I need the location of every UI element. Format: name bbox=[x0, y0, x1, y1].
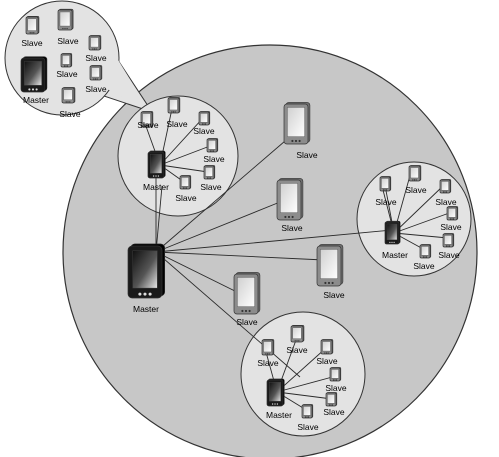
callout-slave-label-3: Slave bbox=[85, 53, 107, 63]
tl-slave-label-2: Slave bbox=[166, 119, 188, 129]
tl-master-label: Master bbox=[143, 182, 169, 192]
r-slave-label-3: Slave bbox=[435, 197, 457, 207]
main-master-device bbox=[127, 243, 166, 299]
b-slave-device-3 bbox=[320, 339, 334, 355]
main-slave-label-1: Slave bbox=[296, 150, 318, 160]
r-slave-device-5 bbox=[442, 233, 455, 248]
devices bbox=[20, 8, 459, 419]
tl-slave-device-4 bbox=[206, 138, 219, 153]
tl-slave-device-2 bbox=[167, 97, 181, 114]
callout-slave-device-4 bbox=[60, 53, 73, 68]
tl-master-device bbox=[147, 150, 166, 179]
b-slave-label-5: Slave bbox=[323, 407, 345, 417]
b-slave-label-1: Slave bbox=[257, 358, 279, 368]
tl-slave-label-4: Slave bbox=[203, 154, 225, 164]
main-slave-device-1 bbox=[283, 102, 311, 145]
callout-slave-label-4: Slave bbox=[56, 69, 78, 79]
r-slave-label-4: Slave bbox=[440, 222, 462, 232]
r-master-device bbox=[384, 220, 401, 245]
b-master-label: Master bbox=[266, 410, 292, 420]
b-slave-label-3: Slave bbox=[316, 356, 338, 366]
tl-slave-device-6 bbox=[179, 175, 192, 190]
main-slave-device-2 bbox=[276, 178, 304, 221]
tl-slave-device-1 bbox=[140, 111, 154, 128]
b-slave-label-2: Slave bbox=[286, 345, 308, 355]
r-slave-label-6: Slave bbox=[413, 261, 435, 271]
b-master-device bbox=[266, 378, 285, 407]
tl-slave-label-3: Slave bbox=[193, 126, 215, 136]
r-slave-label-2: Slave bbox=[405, 185, 427, 195]
r-slave-device-1 bbox=[379, 176, 392, 192]
tl-slave-device-3 bbox=[198, 111, 211, 126]
b-slave-device-2 bbox=[290, 325, 305, 343]
r-slave-device-3 bbox=[439, 179, 452, 194]
callout-slave-device-6 bbox=[61, 87, 76, 104]
callout-master-device bbox=[20, 56, 48, 93]
callout-slave-label-5: Slave bbox=[85, 84, 107, 94]
callout-slave-device-2 bbox=[57, 8, 74, 31]
b-slave-device-1 bbox=[261, 339, 275, 356]
r-slave-device-4 bbox=[446, 206, 459, 221]
callout-slave-device-3 bbox=[88, 35, 102, 51]
main-slave-label-2: Slave bbox=[281, 223, 303, 233]
main-slave-label-3: Slave bbox=[323, 290, 345, 300]
tl-slave-label-1: Slave bbox=[137, 120, 159, 130]
callout-master-label: Master bbox=[23, 95, 49, 105]
b-slave-device-5 bbox=[325, 392, 338, 407]
r-slave-label-1: Slave bbox=[375, 197, 397, 207]
b-slave-device-6 bbox=[301, 404, 314, 419]
tl-slave-device-5 bbox=[203, 165, 216, 180]
main-slave-device-3 bbox=[316, 244, 344, 287]
tl-slave-label-5: Slave bbox=[200, 182, 222, 192]
r-slave-device-6 bbox=[419, 244, 432, 259]
tl-slave-label-6: Slave bbox=[175, 193, 197, 203]
b-slave-device-4 bbox=[329, 367, 342, 382]
b-slave-label-4: Slave bbox=[325, 383, 347, 393]
main-master-label: Master bbox=[133, 304, 159, 314]
callout-slave-label-6: Slave bbox=[59, 109, 81, 119]
callout-slave-label-1: Slave bbox=[21, 38, 43, 48]
b-slave-label-6: Slave bbox=[297, 422, 319, 432]
r-slave-label-5: Slave bbox=[438, 250, 460, 260]
main-slave-label-4: Slave bbox=[236, 317, 258, 327]
callout-slave-device-5 bbox=[89, 65, 103, 81]
callout-slave-label-2: Slave bbox=[57, 36, 79, 46]
r-slave-device-2 bbox=[408, 165, 422, 182]
r-master-label: Master bbox=[382, 250, 408, 260]
callout-slave-device-1 bbox=[25, 16, 40, 35]
main-slave-device-4 bbox=[233, 272, 261, 315]
